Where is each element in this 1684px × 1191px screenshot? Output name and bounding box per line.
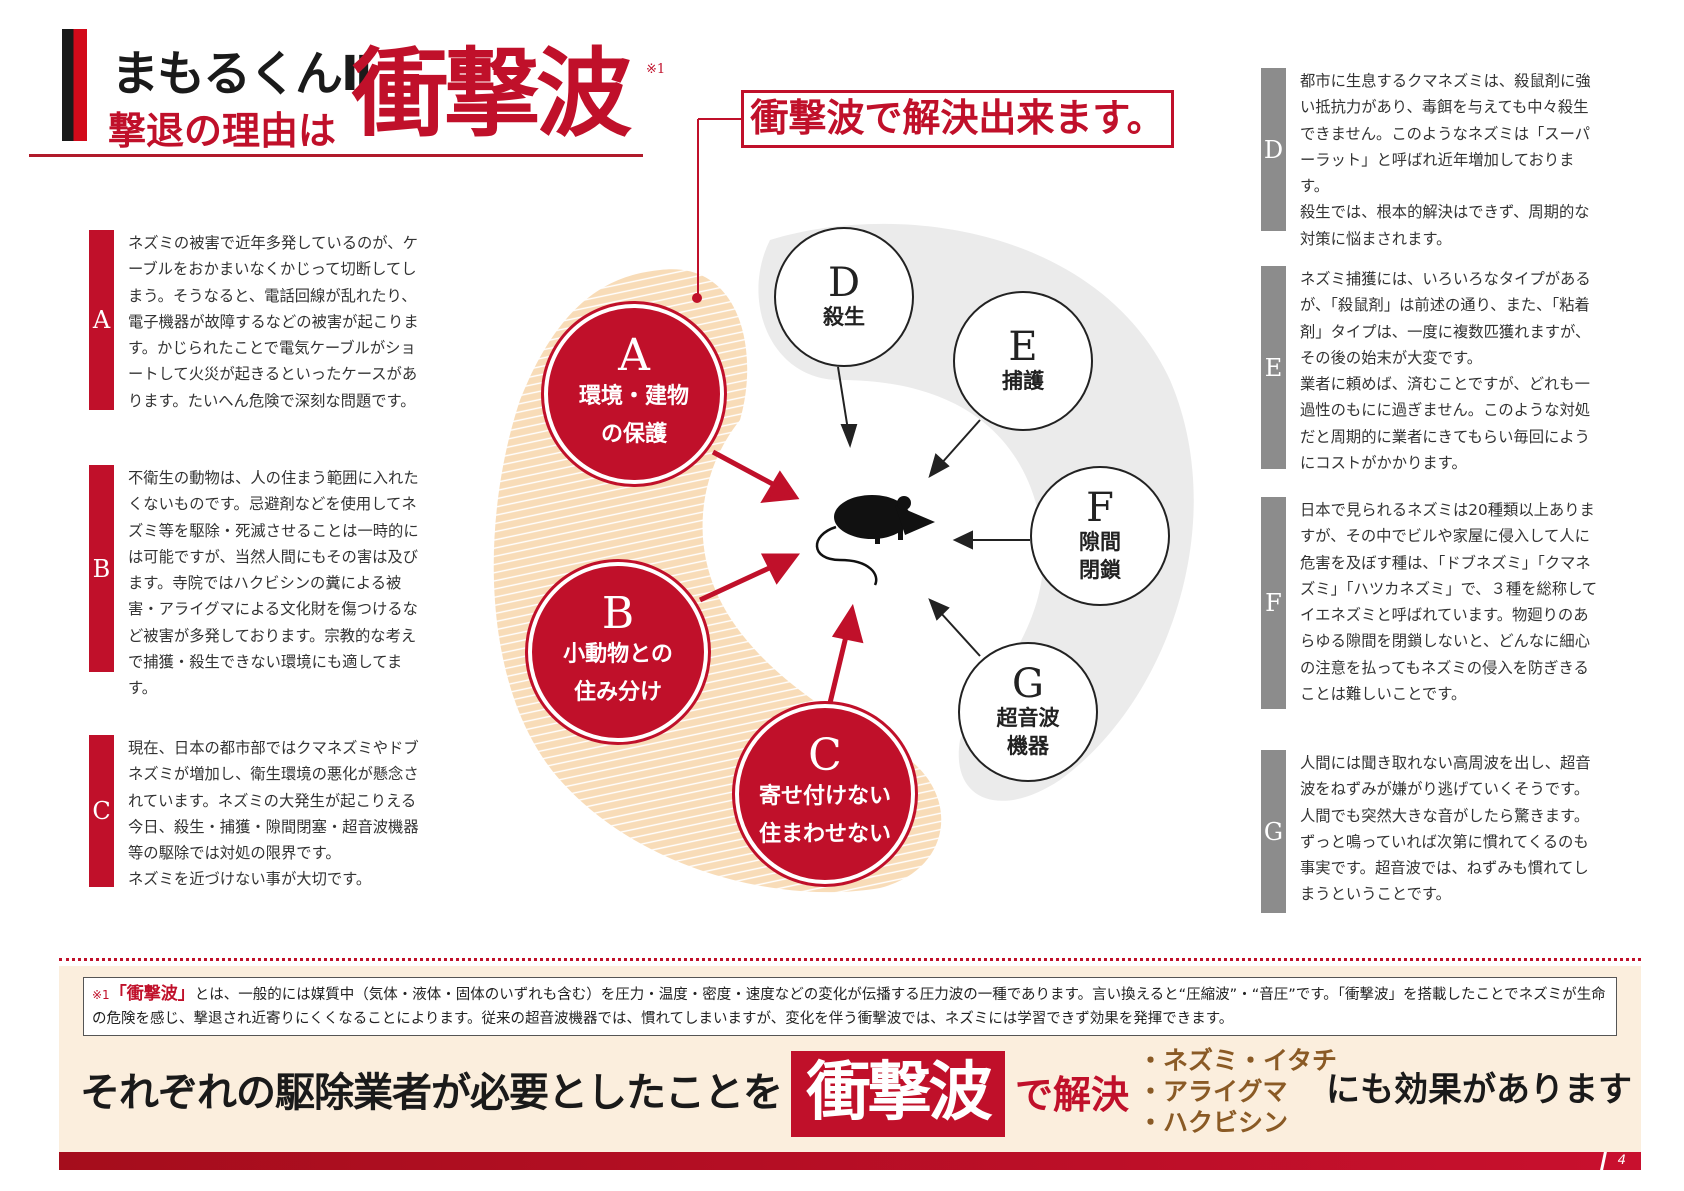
page-number: 4 [1600,1152,1640,1170]
circle-label: 環境・建物 の保護 [578,384,689,447]
brand-logo: まもるくんⅡ [111,46,373,102]
animal-item: ・アライグマ [1138,1077,1288,1106]
circle-letter: B [601,588,635,639]
title-accent-bar [62,29,87,141]
page-headline: 衝撃波 [352,38,632,150]
circle-letter: E [1008,324,1038,370]
slogan-solve: で解決 [1015,1073,1130,1117]
circle-letter: C [808,730,842,781]
block-letter: B [89,465,114,672]
block-text: ネズミの被害で近年多発しているのが、ケーブルをおかまいなくかじって切断してしまう… [128,234,419,410]
circle-letter: G [1012,661,1044,707]
circle-label: 隙間 閉鎖 [1079,529,1121,582]
slogan-effect: にも効果があります [1326,1070,1632,1110]
circle-label: 超音波 機器 [996,705,1060,758]
animal-item: ・ハクビシン [1138,1108,1289,1137]
block-text: 日本で見られるネズミは20種類以上ありますが、その中でビルや家屋に侵入して人に危… [1300,501,1598,704]
arrow-d [837,366,849,431]
block-letter: G [1261,750,1286,913]
page-subtitle: 撃退の理由は [108,109,337,153]
animal-item: ・ネズミ・イタチ [1138,1046,1338,1075]
animal-list: ・ネズミ・イタチ ・アライグマ ・ハクビシン [1138,1045,1337,1138]
block-letter: A [89,230,114,410]
block-text: 都市に生息するクマネズミは、殺鼠剤に強い抵抗力があり、毒餌を与えても中々殺生でき… [1300,72,1591,248]
circle-letter: A [618,330,650,381]
block-letter: E [1261,266,1286,469]
block-letter: D [1261,68,1286,231]
circle-label: 小動物との 住み分け [563,642,673,705]
slogan-lead: それぞれの駆除業者が必要としたことを [80,1070,783,1116]
footnote-box: ※1「衝撃波」とは、一般的には媒質中（気体・液体・固体のいずれも含む）を圧力・温… [83,977,1617,1036]
arrow-g [939,611,981,657]
rat-icon [815,495,935,586]
circle-label: 捕護 [1002,368,1044,393]
block-text: 不衛生の動物は、人の住まう範囲に入れたくないものです。忌避剤などを使用してネズミ… [128,469,419,698]
dotted-divider [59,958,1641,961]
circle-letter: F [1086,485,1114,531]
block-letter: C [89,735,114,887]
footnote-text: とは、一般的には媒質中（気体・液体・固体のいずれも含む）を圧力・温度・密度・速度… [92,987,1606,1027]
footnote-mark: ※1 [92,988,110,1002]
slogan-highlight: 衝撃波 [791,1051,1005,1137]
circle-label: 寄せ付けない 住まわせない [758,784,891,847]
title-underline [29,154,643,157]
arrow-e [939,419,981,466]
arrow-b [698,561,780,603]
footer-bar [59,1152,1641,1170]
arrow-a [711,449,782,491]
block-text: 現在、日本の都市部ではクマネズミやドブネズミが増加し、衛生環境の悪化が懸念されて… [128,739,419,889]
circle-label: 殺生 [823,304,865,329]
footnote-keyword: 「衝撃波」 [109,984,195,1004]
circle-letter: D [827,260,861,306]
block-letter: F [1261,497,1286,709]
callout-box: 衝撃波で解決出来ます。 [741,90,1174,148]
arrow-c [827,627,851,704]
block-text: ネズミ捕獲には、いろいろなタイプがあるが、「殺鼠剤」は前述の通り、また、「粘着剤… [1300,270,1591,473]
footnote-mark: ※1 [646,62,666,77]
block-text: 人間には聞き取れない高周波を出し、超音波をねずみが嫌がり逃げていくそうです。人間… [1300,754,1591,904]
connector-dot [692,293,702,303]
